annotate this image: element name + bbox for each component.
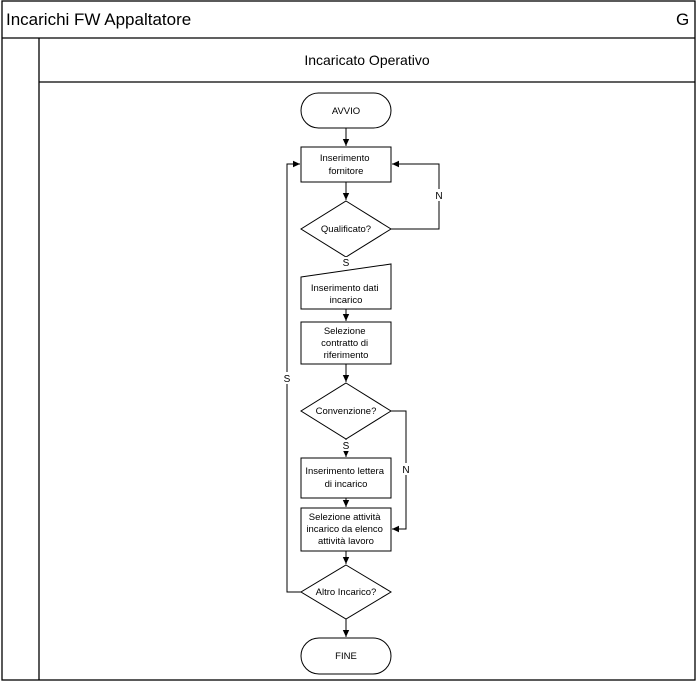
svg-text:Inserimento fornitore: Inserimento fornitore	[320, 153, 372, 177]
edge-labels: N S S N S	[281, 189, 445, 476]
start-label: AVVIO	[332, 106, 360, 117]
inserimento-lettera-node: Inserimento lettera di incarico	[300, 457, 392, 499]
node-line: Inserimento lettera	[305, 466, 384, 477]
node-line: Inserimento dati	[311, 283, 379, 294]
altro-incarico-label: Altro Incarico?	[316, 587, 377, 598]
inserimento-dati-node: Inserimento dati incarico	[300, 263, 392, 310]
pool-edge-label: G	[676, 10, 689, 29]
pool-title: Incarichi FW Appaltatore	[6, 10, 191, 29]
node-line: di incarico	[325, 479, 368, 490]
edge-label-qualificato-yes: S	[343, 258, 350, 269]
node-line: fornitore	[329, 166, 364, 177]
node-line: attività lavoro	[318, 536, 374, 547]
convenzione-label: Convenzione?	[316, 406, 377, 417]
lane-title: Incaricato Operativo	[304, 52, 429, 68]
selezione-contratto-node: Selezione contratto di riferimento	[300, 321, 392, 365]
end-label: FINE	[335, 651, 357, 662]
edge-label-convenzione-no: N	[402, 465, 409, 476]
edge-label-convenzione-yes: S	[343, 441, 350, 452]
node-line: Selezione attività	[309, 512, 382, 523]
edge-label-qualificato-no: N	[435, 191, 442, 202]
svg-text:Inserimento dati incaric: Inserimento dati incarico	[311, 283, 381, 306]
node-line: Inserimento	[320, 153, 370, 164]
edge-label-altro-yes: S	[284, 374, 291, 385]
svg-text:Selezione attività incar: Selezione attività incarico da elenco at…	[306, 512, 385, 547]
qualificato-label: Qualificato?	[321, 224, 371, 235]
node-line: incarico da elenco	[306, 524, 383, 535]
end-node: FINE	[300, 637, 392, 675]
node-line: riferimento	[324, 350, 369, 361]
altro-incarico-decision: Altro Incarico?	[300, 564, 392, 620]
inserimento-fornitore-node: Inserimento fornitore	[300, 146, 392, 183]
start-node: AVVIO	[300, 92, 392, 129]
connectors	[286, 128, 440, 637]
selezione-attivita-node: Selezione attività incarico da elenco at…	[300, 507, 392, 552]
svg-text:Inserimento lettera di i: Inserimento lettera di incarico	[305, 466, 386, 490]
svg-text:Selezione contratto di: Selezione contratto di riferimento	[321, 326, 371, 361]
node-line: incarico	[330, 295, 363, 306]
node-line: contratto di	[321, 338, 368, 349]
convenzione-decision: Convenzione?	[300, 382, 392, 440]
qualificato-decision: Qualificato?	[300, 200, 392, 258]
node-line: Selezione	[324, 326, 366, 337]
